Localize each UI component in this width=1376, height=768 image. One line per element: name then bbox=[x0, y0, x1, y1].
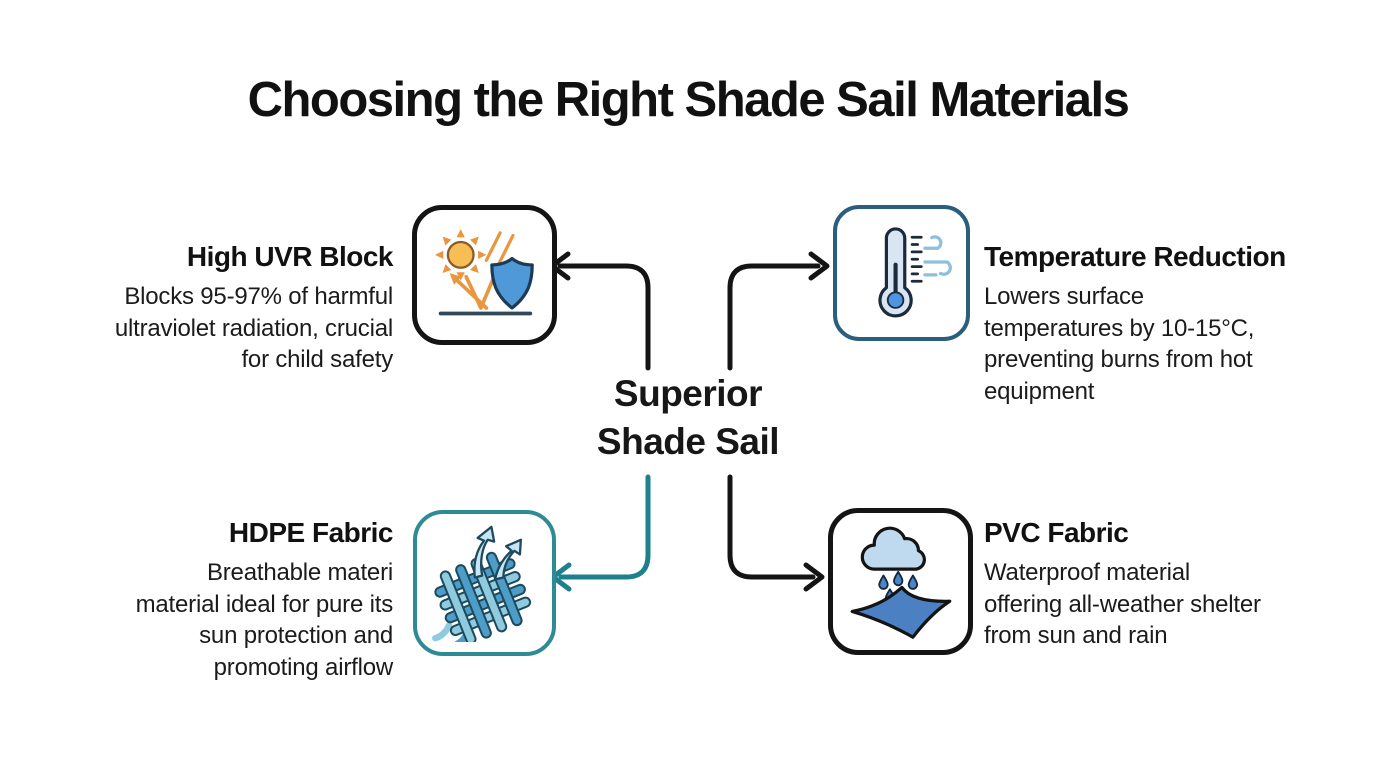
node-text-pvc: PVC Fabric Waterproof material offering … bbox=[984, 516, 1344, 652]
rain-cloud-sail-icon bbox=[850, 526, 952, 639]
page-title: Choosing the Right Shade Sail Materials bbox=[247, 73, 1130, 127]
thermometer-wind-icon bbox=[877, 227, 952, 318]
icon-box-hdpe bbox=[413, 510, 556, 656]
connector-bottom-left bbox=[550, 474, 651, 592]
node-text-temperature: Temperature Reduction Lowers surface tem… bbox=[984, 240, 1334, 407]
node-text-high-uvr: High UVR Block Blocks 95-97% of harmful … bbox=[33, 240, 394, 376]
connector-bottom-right bbox=[727, 474, 825, 592]
connector-top-right bbox=[727, 251, 830, 371]
woven-fabric-icon bbox=[432, 525, 532, 642]
node-body: Breathable materi material ideal for pur… bbox=[135, 559, 394, 681]
reflect-arrow-icon bbox=[451, 275, 488, 310]
scale-ticks bbox=[910, 235, 923, 283]
cloud-icon bbox=[860, 526, 926, 571]
icon-box-pvc bbox=[828, 508, 973, 655]
connector-top-left bbox=[549, 251, 651, 371]
node-body: Blocks 95-97% of harmful ultraviolet rad… bbox=[114, 283, 393, 373]
node-heading: High UVR Block bbox=[186, 241, 394, 272]
node-body: Waterproof material offering all-weather… bbox=[984, 559, 1261, 649]
airflow-arrows-icon bbox=[473, 525, 522, 581]
node-heading: PVC Fabric bbox=[984, 517, 1129, 548]
node-text-hdpe: HDPE Fabric Breathable materi material i… bbox=[33, 516, 394, 683]
sun-uv-shield-icon bbox=[434, 229, 534, 316]
reflect-bounce-icon bbox=[463, 271, 497, 310]
uv-rays-icon bbox=[484, 231, 515, 265]
wind-icon bbox=[922, 235, 952, 277]
thermometer-bulb bbox=[886, 291, 904, 309]
node-heading: HDPE Fabric bbox=[228, 517, 394, 548]
node-heading: Temperature Reduction bbox=[984, 241, 1286, 272]
node-body: Lowers surface temperatures by 10-15°C, … bbox=[984, 283, 1255, 405]
shade-sail-icon bbox=[850, 585, 952, 639]
icon-box-temperature bbox=[833, 205, 970, 341]
shield-icon bbox=[489, 256, 534, 310]
icon-box-high-uvr bbox=[412, 205, 557, 345]
center-node-label: Superior Shade Sail bbox=[596, 373, 780, 462]
sun-icon bbox=[434, 229, 486, 281]
